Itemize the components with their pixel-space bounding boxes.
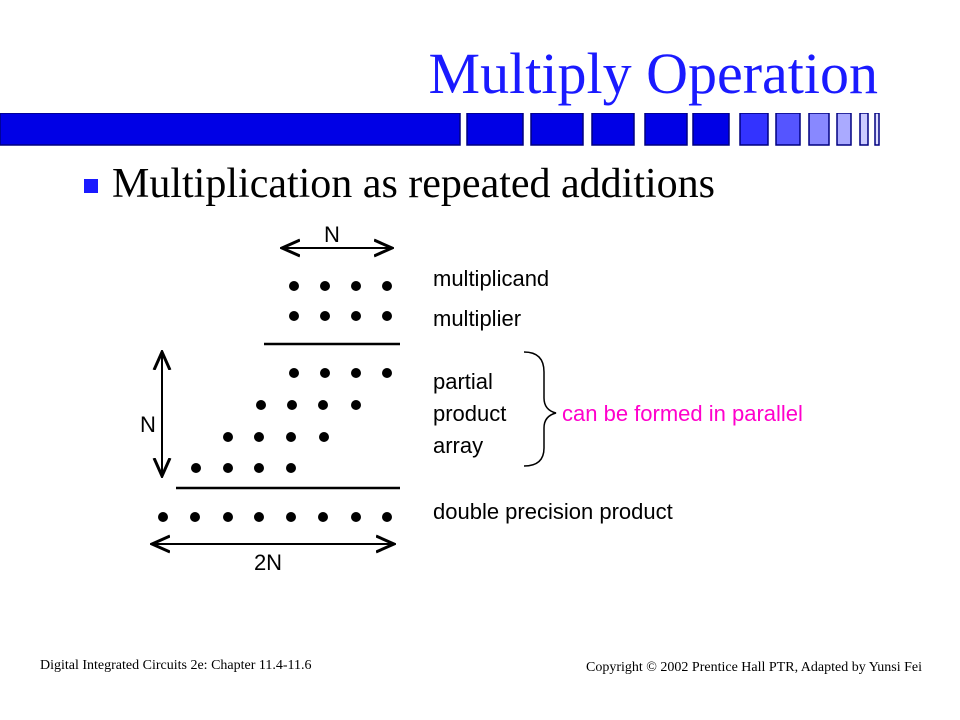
- partial-label-line-2: product: [433, 401, 506, 426]
- dot: [223, 432, 233, 442]
- bar-segment: [874, 113, 880, 146]
- bar-segment: [530, 113, 584, 146]
- bullet-item: Multiplication as repeated additions: [84, 160, 715, 208]
- product-dots: [158, 512, 392, 522]
- dot: [289, 281, 299, 291]
- bullet-text: Multiplication as repeated additions: [112, 161, 716, 207]
- partial-product-brace: [523, 351, 557, 467]
- dot: [286, 512, 296, 522]
- dot: [158, 512, 168, 522]
- dot: [320, 311, 330, 321]
- partial-label-line-3: array: [433, 433, 483, 458]
- partial-label-line-1: partial: [433, 369, 493, 394]
- bar-segment: [859, 113, 869, 146]
- bar-segment: [739, 113, 769, 146]
- dot: [351, 512, 361, 522]
- dot: [318, 400, 328, 410]
- dot: [289, 368, 299, 378]
- dot: [256, 400, 266, 410]
- dot: [223, 512, 233, 522]
- bar-segment: [775, 113, 801, 146]
- n-top-label: N: [324, 222, 340, 247]
- dot: [320, 368, 330, 378]
- footer-copyright: Copyright © 2002 Prentice Hall PTR, Adap…: [586, 660, 922, 676]
- dot: [382, 281, 392, 291]
- dot: [254, 463, 264, 473]
- bar-segment: [591, 113, 635, 146]
- bar-segment: [692, 113, 730, 146]
- dot: [287, 400, 297, 410]
- dot: [382, 368, 392, 378]
- bullet-square-icon: [84, 179, 98, 193]
- bar-segment: [0, 113, 461, 146]
- copyright-symbol: ©: [646, 660, 657, 675]
- multiplier-dots: [289, 311, 392, 321]
- dot: [289, 311, 299, 321]
- copyright-suffix: 2002 Prentice Hall PTR, Adapted by Yunsi…: [656, 660, 922, 675]
- dot: [382, 512, 392, 522]
- bar-segment: [466, 113, 524, 146]
- dot: [223, 463, 233, 473]
- copyright-prefix: Copyright: [586, 660, 647, 675]
- dot: [191, 463, 201, 473]
- dot: [286, 463, 296, 473]
- partial-product-dots: [191, 368, 392, 473]
- dot: [351, 281, 361, 291]
- dot: [318, 512, 328, 522]
- footer-chapter: Digital Integrated Circuits 2e: Chapter …: [40, 658, 312, 673]
- two-n-label: 2N: [254, 550, 282, 575]
- parallel-label: can be formed in parallel: [562, 401, 803, 426]
- multiplicand-label: multiplicand: [433, 266, 549, 291]
- multiplier-label: multiplier: [433, 306, 521, 331]
- dot: [190, 512, 200, 522]
- dot: [319, 432, 329, 442]
- dot: [320, 281, 330, 291]
- product-label: double precision product: [433, 499, 673, 524]
- slide-title: Multiply Operation: [428, 41, 878, 106]
- dot: [351, 400, 361, 410]
- dot: [351, 311, 361, 321]
- dot: [286, 432, 296, 442]
- decorative-title-bar: [0, 113, 880, 146]
- multiplicand-dots: [289, 281, 392, 291]
- dot: [351, 368, 361, 378]
- dot: [382, 311, 392, 321]
- dot: [254, 432, 264, 442]
- bar-segment: [808, 113, 830, 146]
- bar-segment: [836, 113, 852, 146]
- bar-segment: [644, 113, 688, 146]
- dot: [254, 512, 264, 522]
- n-side-label: N: [140, 412, 156, 437]
